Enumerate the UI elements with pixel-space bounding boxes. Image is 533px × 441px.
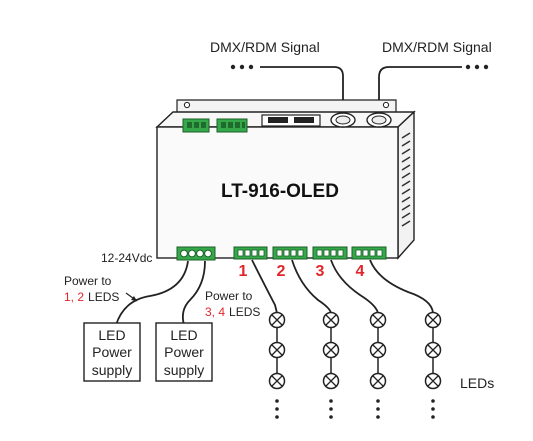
dmx-signal-label-right: DMX/RDM Signal [382, 39, 492, 55]
device-side-face [397, 110, 415, 260]
leds-label: LEDs [460, 375, 494, 391]
output-terminal-2 [272, 246, 308, 260]
dmx-cable-left [260, 66, 344, 115]
led-bulb-icon [424, 341, 442, 359]
led-bulb-icon [322, 372, 340, 390]
xlr-connector-left [330, 112, 356, 128]
led-bulb-icon [369, 341, 387, 359]
led-string-2 [322, 311, 340, 419]
channel-number-3: 3 [316, 263, 325, 280]
mount-hole-left [183, 101, 191, 109]
led-bulb-icon [268, 372, 286, 390]
dmx-cable-right [378, 66, 462, 115]
rj45-ports [261, 114, 321, 127]
power-supply-2-line2: Power [164, 344, 204, 360]
power-note-left-channels: 1, 2 [64, 290, 84, 304]
top-terminal-block-right [216, 118, 248, 133]
output-terminal-3 [312, 246, 348, 260]
input-voltage-label: 12-24Vdc [101, 251, 152, 265]
power-supply-1: LED Power supply [83, 322, 141, 382]
channel-number-2: 2 [277, 263, 286, 280]
top-terminal-block-left [182, 118, 210, 133]
power-note-left-suffix: LEDS [88, 290, 119, 304]
channel-wire-1 [251, 259, 278, 314]
channel-wire-2 [291, 259, 332, 314]
device-front-face [156, 126, 399, 259]
led-bulb-icon [268, 311, 286, 329]
power-note-right: 3, 4 LEDS [205, 305, 260, 319]
led-bulb-icon [424, 311, 442, 329]
led-bulb-icon [369, 311, 387, 329]
signal-continuation-dots-right [465, 64, 489, 70]
psu-wire-left [115, 260, 189, 326]
xlr-connector-right [366, 112, 392, 128]
power-note-right-suffix: LEDS [229, 305, 260, 319]
power-supply-1-line2: Power [92, 344, 132, 360]
led-string-4 [424, 311, 442, 419]
power-note-right-channels: 3, 4 [205, 305, 225, 319]
dmx-signal-label-left: DMX/RDM Signal [210, 39, 320, 55]
led-bulb-icon [369, 372, 387, 390]
output-terminal-4 [351, 246, 387, 260]
power-supply-2: LED Power supply [155, 322, 213, 382]
led-bulb-icon [322, 311, 340, 329]
led-string-1 [268, 311, 286, 419]
psu-wire-right [181, 260, 206, 326]
power-note-right-prefix: Power to [205, 289, 253, 303]
channel-number-4: 4 [356, 263, 365, 280]
power-input-terminal [176, 246, 216, 261]
channel-wire-4 [369, 259, 434, 314]
led-bulb-icon [322, 341, 340, 359]
led-bulb-icon [424, 372, 442, 390]
output-terminal-1 [233, 246, 268, 260]
signal-continuation-dots-left [230, 64, 254, 70]
mounting-plate [176, 99, 397, 112]
power-note-left-prefix: Power to [64, 274, 112, 288]
power-supply-1-line1: LED [98, 327, 125, 343]
power-supply-1-line3: supply [92, 362, 132, 378]
power-supply-2-line3: supply [164, 362, 204, 378]
power-note-left: 1, 2 LEDS [64, 290, 119, 304]
channel-number-1: 1 [239, 263, 248, 280]
mount-hole-right [382, 101, 390, 109]
side-vents [401, 132, 411, 227]
device-model-name: LT-916-OLED [221, 181, 339, 202]
power-supply-2-line1: LED [170, 327, 197, 343]
led-string-3 [369, 311, 387, 419]
channel-wire-3 [330, 259, 379, 314]
led-bulb-icon [268, 341, 286, 359]
